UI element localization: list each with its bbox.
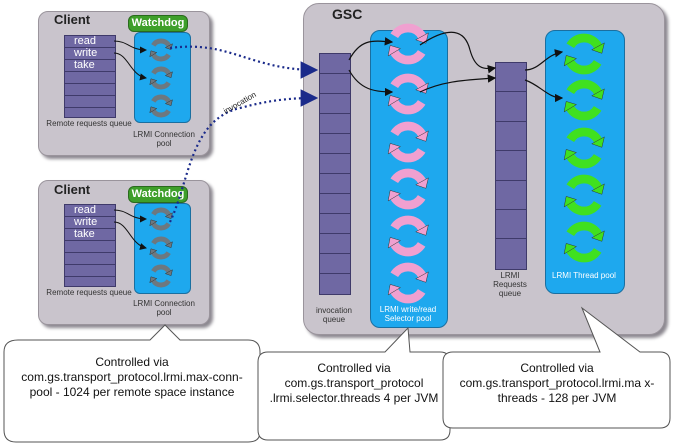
callout-middle-text: Controlled via com.gs.transport_protocol…: [269, 361, 439, 405]
arrow-selector-to-reqq-2: [419, 74, 497, 93]
queue-op-read: read: [65, 36, 115, 48]
queue-slot: [320, 174, 350, 194]
callout-left-bubble: [3, 324, 261, 443]
arrow-read-top: [113, 40, 147, 54]
callout-right-bubble: [442, 306, 671, 429]
client-title-bottom: Client: [54, 182, 91, 197]
queue-slot: [65, 72, 115, 84]
queue-slot: [320, 114, 350, 134]
client-title-top: Client: [54, 12, 91, 27]
selector-cycle-icon: [387, 73, 429, 115]
selector-cycle-icon: [387, 262, 429, 304]
connection-cycle-icon: [149, 66, 173, 90]
queue-slot: [320, 94, 350, 114]
thread-cycle-icon: [563, 221, 605, 263]
selector-cycle-icon: [387, 215, 429, 257]
connection-cycle-icon: [149, 236, 173, 260]
queue-slot: [496, 181, 526, 210]
remote-requests-queue-label-top: Remote requests queue: [46, 119, 132, 128]
connection-cycle-icon: [149, 38, 173, 62]
arrow-reqq-to-thread-2: [524, 79, 564, 103]
watchdog-badge-top: Watchdog: [128, 15, 188, 32]
queue-slot: [496, 210, 526, 240]
callout-middle-bubble: [257, 326, 451, 441]
watchdog-badge-bottom: Watchdog: [128, 186, 188, 203]
thread-cycle-icon: [563, 174, 605, 216]
lrmi-connection-pool-label-top: LRMI Connection pool: [133, 130, 195, 148]
queue-op-read: read: [65, 205, 115, 217]
invocation-queue: [319, 53, 351, 295]
queue-op-take: take: [65, 60, 115, 72]
invocation-queue-label: invocation queue: [315, 306, 353, 324]
arrow-selector-to-reqq-1: [419, 31, 497, 74]
remote-requests-queue-label-bottom: Remote requests queue: [46, 288, 132, 297]
selector-cycle-icon: [387, 23, 429, 65]
selector-cycle-icon: [387, 121, 429, 163]
gsc-title: GSC: [332, 6, 363, 22]
selector-cycle-icon: [387, 168, 429, 210]
arrow-read-bottom: [113, 209, 147, 223]
selector-pool-label: LRMI write/read Selector pool: [379, 305, 437, 323]
arrow-invq-to-selector-2: [348, 69, 394, 97]
queue-slot: [320, 254, 350, 274]
thread-cycle-icon: [563, 33, 605, 75]
queue-op-write: write: [65, 48, 115, 60]
arrow-reqq-to-thread-1: [524, 49, 564, 71]
queue-slot: [496, 92, 526, 122]
lrmi-requests-queue: [495, 62, 527, 270]
callout-right-text: Controlled via com.gs.transport_protocol…: [459, 361, 655, 405]
connection-cycle-icon: [149, 207, 173, 231]
lrmi-requests-queue-label: LRMI Requests queue: [493, 271, 527, 298]
queue-slot: [320, 134, 350, 154]
queue-op-write: write: [65, 217, 115, 229]
queue-slot: [320, 234, 350, 254]
thread-cycle-icon: [563, 127, 605, 169]
queue-slot: [496, 151, 526, 181]
queue-slot: [65, 253, 115, 265]
connector-top-client: [169, 45, 319, 79]
connection-cycle-icon: [149, 264, 173, 288]
queue-slot: [65, 241, 115, 253]
remote-requests-queue-bottom: read write take: [64, 204, 116, 287]
arrow-write-top: [113, 52, 147, 81]
queue-slot: [496, 63, 526, 93]
remote-requests-queue-top: read write take: [64, 35, 116, 118]
queue-slot: [496, 122, 526, 152]
queue-slot: [320, 194, 350, 214]
queue-op-take: take: [65, 229, 115, 241]
queue-slot: [65, 96, 115, 108]
queue-slot: [320, 54, 350, 74]
callout-left-text: Controlled via com.gs.transport_protocol…: [21, 355, 243, 399]
arrow-write-bottom: [113, 221, 147, 250]
thread-pool-label: LRMI Thread pool: [552, 271, 616, 280]
queue-slot: [65, 84, 115, 96]
queue-slot: [320, 74, 350, 94]
arrow-invq-to-selector-1: [348, 37, 394, 61]
queue-slot: [320, 154, 350, 174]
thread-cycle-icon: [563, 79, 605, 121]
queue-slot: [65, 265, 115, 277]
lrmi-connection-pool-label-bottom: LRMI Connection pool: [133, 299, 195, 317]
connector-bottom-client: [169, 89, 319, 223]
connection-cycle-icon: [149, 94, 173, 118]
queue-slot: [320, 214, 350, 234]
